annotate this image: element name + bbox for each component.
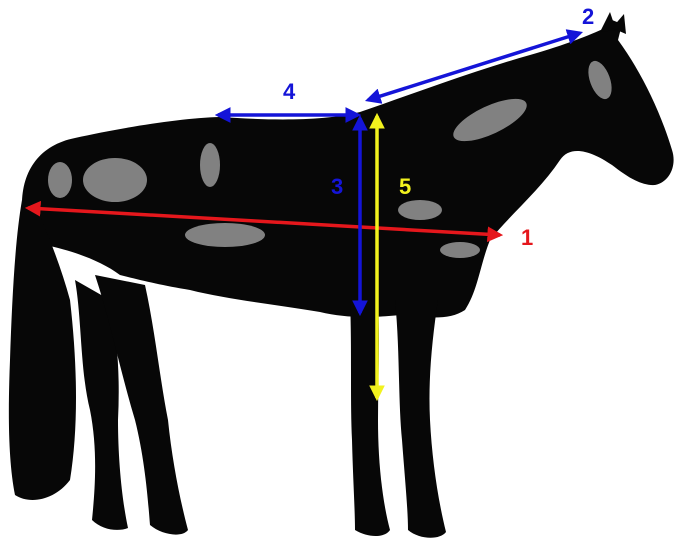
measurement-arrow-1 [24, 200, 504, 243]
horse-silhouette-icon [8, 12, 674, 538]
measurement-label-5: 5 [399, 174, 411, 199]
measurement-label-1: 1 [521, 225, 533, 250]
measurement-label-4: 4 [283, 79, 296, 104]
measurement-label-3: 3 [331, 174, 343, 199]
measurement-label-2: 2 [582, 4, 594, 29]
measurement-arrow-2 [364, 29, 584, 104]
